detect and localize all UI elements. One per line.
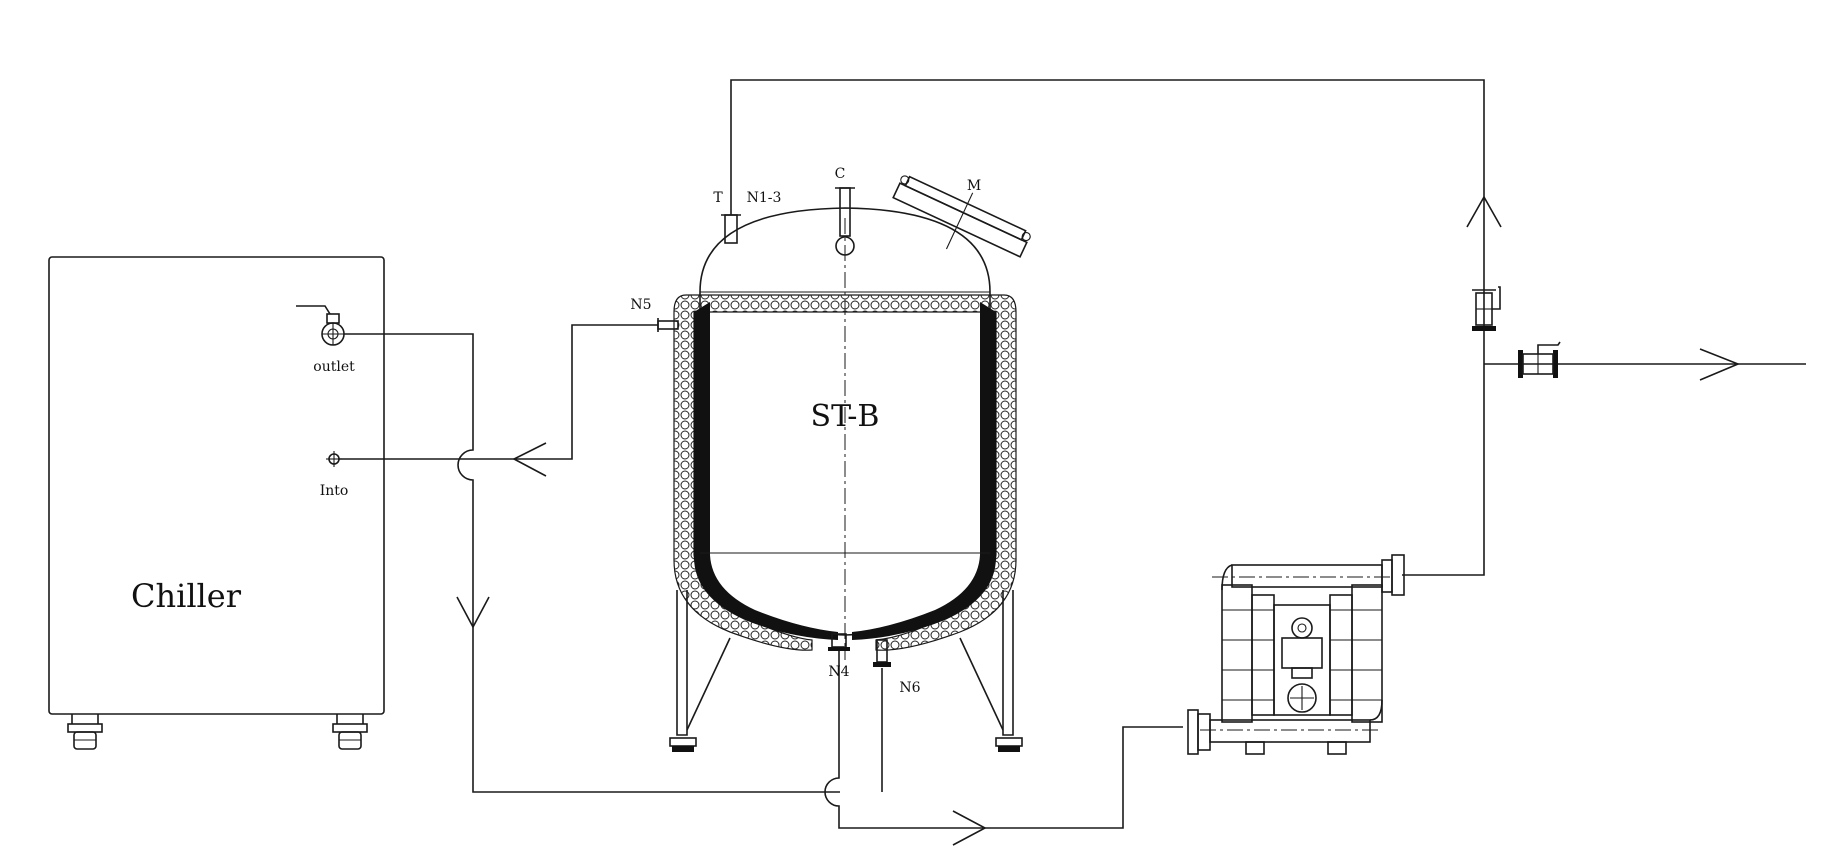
label-c: C (835, 166, 846, 182)
manhole (892, 175, 1031, 258)
chiller-outlet-line (344, 333, 840, 793)
flow-arrow-down (456, 596, 490, 629)
tank-label: ST-B (811, 399, 880, 434)
tank-leg-right (1002, 590, 1014, 736)
flow-arrow-right (952, 810, 987, 846)
outlet-label: outlet (313, 359, 355, 375)
pump-discharge-line (730, 79, 1485, 576)
tank-jacket-left (694, 302, 838, 640)
chiller-return-line (339, 324, 658, 460)
left-caster (67, 714, 103, 750)
n4-pump-feed-line (824, 647, 1183, 829)
into-label: Into (320, 483, 349, 499)
chiller-unit (48, 256, 385, 750)
tank-jacket-right (852, 302, 996, 640)
chiller-label: Chiller (131, 577, 242, 615)
storage-tank (657, 175, 1031, 752)
flow-arrow-outlet (1699, 348, 1741, 381)
tank-leg-left (676, 590, 688, 736)
label-n4: N4 (828, 664, 849, 680)
label-n6: N6 (899, 680, 920, 696)
nozzle-c (835, 187, 855, 256)
piping (339, 79, 1806, 846)
flow-arrow-up (1466, 195, 1502, 228)
riser-valve-icon (1472, 286, 1501, 331)
label-m: M (967, 178, 981, 194)
outlet-valve-icon (296, 305, 345, 346)
label-t: T (713, 190, 723, 206)
nozzle-n4 (828, 633, 850, 651)
diaphragm-pump (1187, 554, 1405, 755)
right-caster (332, 714, 368, 750)
nozzle-n6 (873, 639, 891, 667)
outlet-ball-valve-icon (1518, 341, 1561, 378)
flow-arrow-left (512, 442, 547, 477)
label-n5: N5 (630, 297, 651, 313)
nozzle-n1-3 (724, 214, 738, 244)
label-n1-3: N1-3 (747, 190, 782, 206)
nozzle-n5 (657, 318, 679, 332)
